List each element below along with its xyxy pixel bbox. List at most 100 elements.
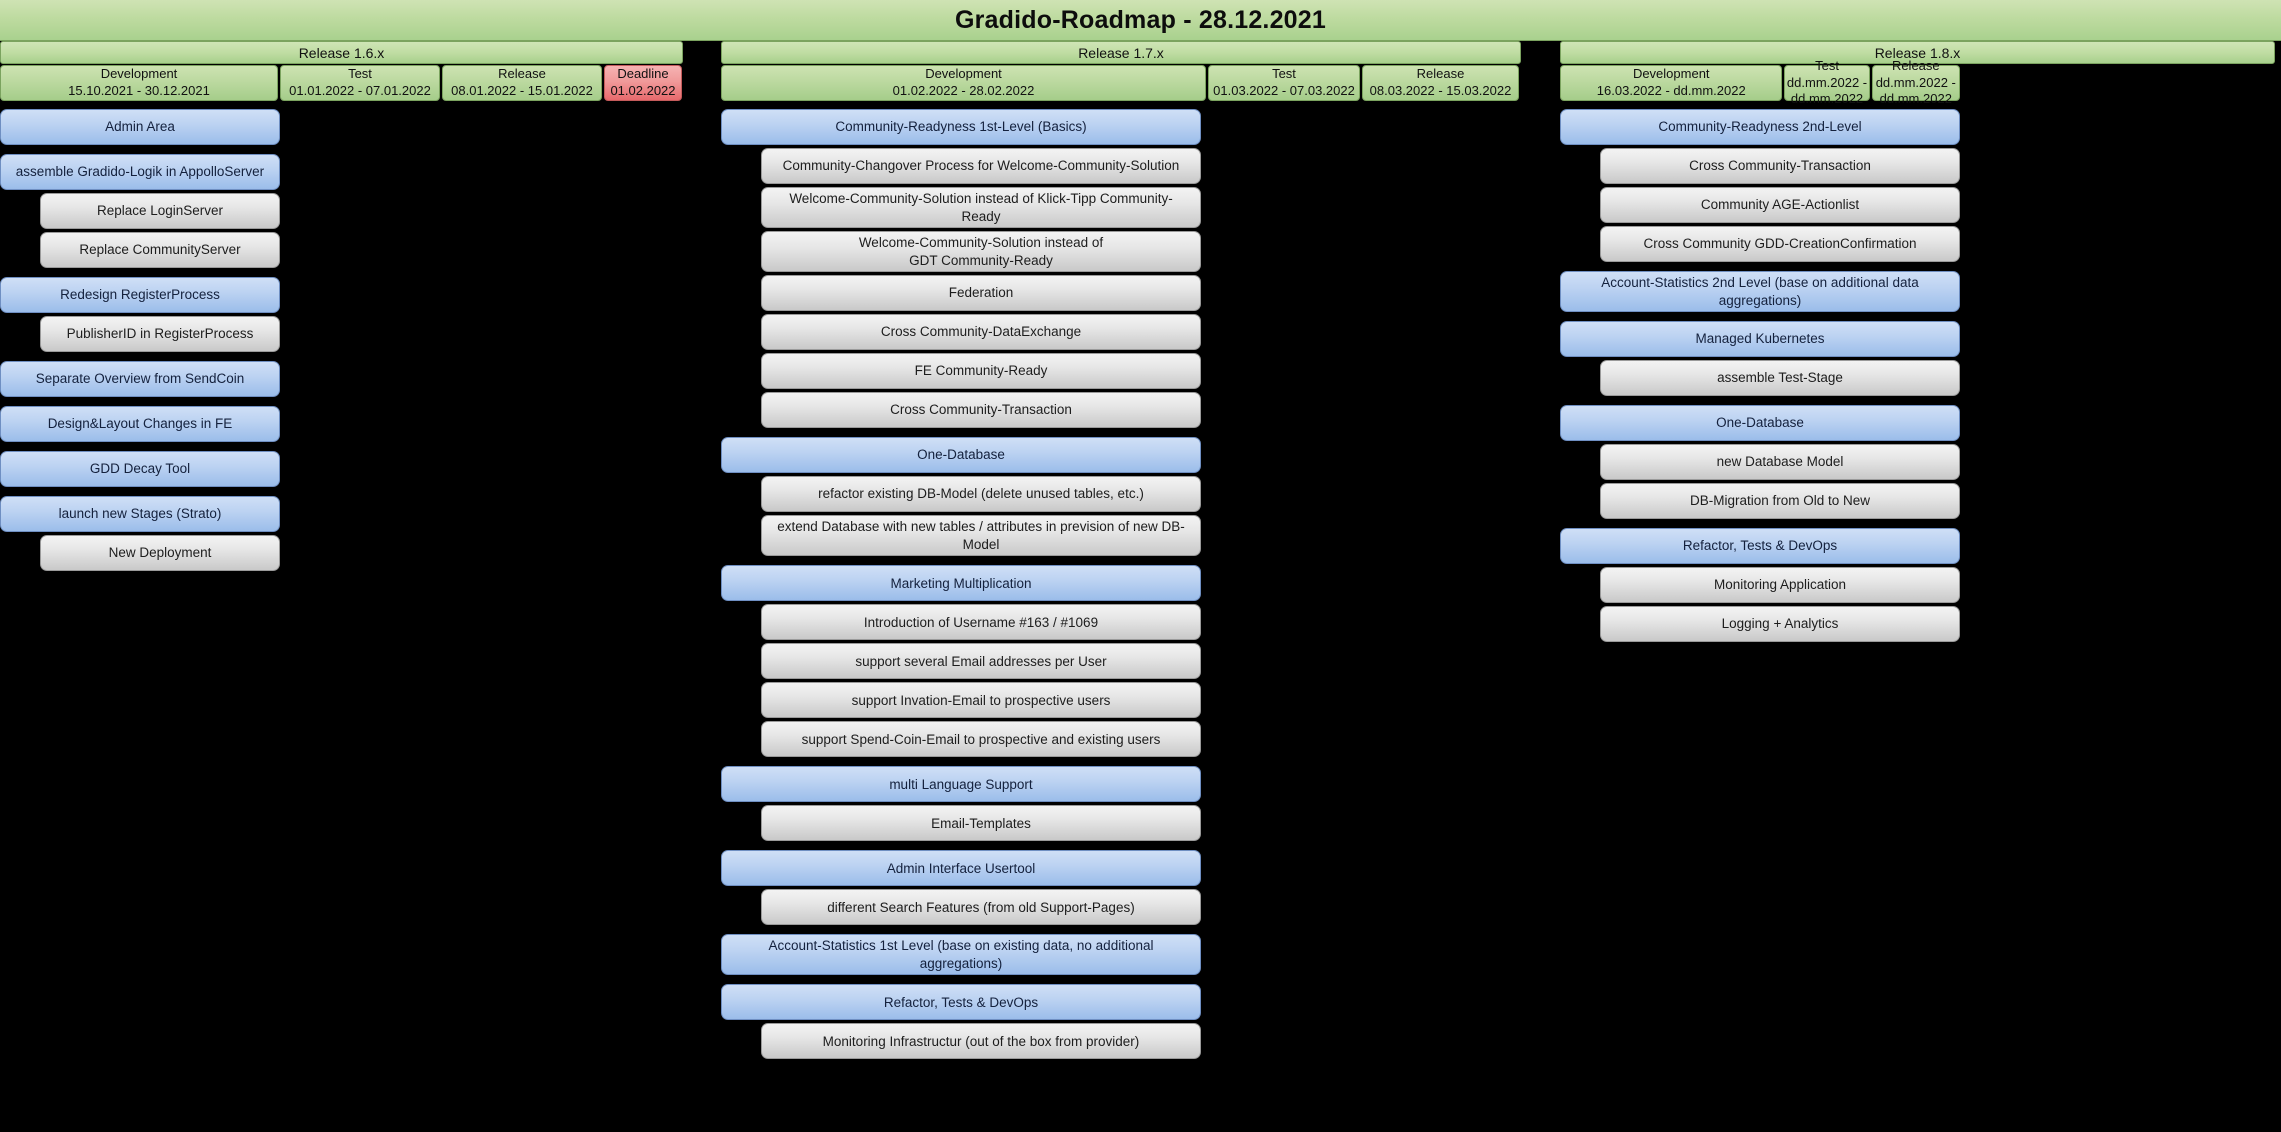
task-box[interactable]: Cross Community GDD-CreationConfirmation [1600, 226, 1960, 262]
release-header-2: Release 1.7.x [721, 41, 1521, 64]
epic-box[interactable]: Refactor, Tests & DevOps [721, 984, 1201, 1021]
task-box[interactable]: PublisherID in RegisterProcess [40, 316, 280, 352]
epic-box[interactable]: assemble Gradido-Logik in AppolloServer [0, 154, 280, 190]
task-box[interactable]: Introduction of Username #163 / #1069 [761, 604, 1201, 641]
task-label: Introduction of Username #163 / #1069 [863, 614, 1099, 630]
task-box[interactable]: Cross Community-DataExchange [761, 314, 1201, 351]
epic-box[interactable]: Community-Readyness 1st-Level (Basics) [721, 109, 1201, 145]
epic-box[interactable]: Design&Layout Changes in FE [0, 406, 280, 442]
task-box[interactable]: Monitoring Application [1600, 567, 1960, 604]
task-box[interactable]: Replace LoginServer [40, 193, 280, 229]
phase-name: Release [1891, 58, 1940, 74]
epic-label: Managed Kubernetes [1695, 331, 1825, 347]
phase-name: Deadline [617, 66, 669, 82]
phase-name: Development [100, 66, 178, 82]
task-label: Community AGE-Actionlist [1700, 197, 1860, 213]
task-box[interactable]: Federation [761, 275, 1201, 312]
epic-box[interactable]: Account-Statistics 1st Level (base on ex… [721, 934, 1201, 976]
epic-label: GDD Decay Tool [89, 461, 191, 477]
epic-box[interactable]: Community-Readyness 2nd-Level [1560, 109, 1960, 145]
task-box[interactable]: different Search Features (from old Supp… [761, 889, 1201, 926]
task-label: refactor existing DB-Model (delete unuse… [818, 486, 1144, 502]
epic-box[interactable]: GDD Decay Tool [0, 451, 280, 487]
phase-dates: 08.01.2022 - 15.01.2022 [451, 83, 593, 98]
epic-box[interactable]: One-Database [1560, 405, 1960, 442]
task-box[interactable]: Cross Community-Transaction [1600, 148, 1960, 184]
task-box[interactable]: assemble Test-Stage [1600, 360, 1960, 397]
task-group: Community-Readyness 1st-Level (Basics)Co… [721, 109, 1521, 429]
task-box[interactable]: support Invation-Email to prospective us… [761, 682, 1201, 719]
task-box[interactable]: Cross Community-Transaction [761, 392, 1201, 429]
task-box[interactable]: Community AGE-Actionlist [1600, 187, 1960, 223]
epic-box[interactable]: multi Language Support [721, 766, 1201, 803]
task-box[interactable]: extend Database with new tables / attrib… [761, 515, 1201, 557]
epic-label: Marketing Multiplication [890, 575, 1032, 591]
task-box[interactable]: refactor existing DB-Model (delete unuse… [761, 476, 1201, 513]
task-box[interactable]: New Deployment [40, 535, 280, 571]
task-box[interactable]: new Database Model [1600, 444, 1960, 481]
phase-dates: 01.03.2022 - 07.03.2022 [1213, 83, 1355, 98]
epic-label: Account-Statistics 1st Level (base on ex… [768, 938, 1154, 971]
task-box[interactable]: support Spend-Coin-Email to prospective … [761, 721, 1201, 758]
task-box[interactable]: FE Community-Ready [761, 353, 1201, 390]
task-label: Monitoring Application [1713, 577, 1847, 593]
epic-box[interactable]: Managed Kubernetes [1560, 321, 1960, 358]
epic-label: multi Language Support [889, 776, 1033, 792]
epic-label: assemble Gradido-Logik in AppolloServer [15, 164, 265, 180]
epic-box[interactable]: One-Database [721, 437, 1201, 474]
release-label: Release 1.8.x [1874, 44, 1961, 61]
task-label: New Deployment [108, 545, 212, 561]
epic-label: Design&Layout Changes in FE [47, 416, 233, 432]
epic-box[interactable]: Admin Interface Usertool [721, 850, 1201, 887]
epic-label: Admin Area [105, 119, 175, 135]
release-header-3: Release 1.8.x [1560, 41, 2275, 64]
task-box[interactable]: DB-Migration from Old to New [1600, 483, 1960, 520]
task-box[interactable]: Welcome-Community-Solution instead of GD… [761, 231, 1201, 273]
task-box[interactable]: Monitoring Infrastructur (out of the box… [761, 1023, 1201, 1060]
epic-box[interactable]: Separate Overview from SendCoin [0, 361, 280, 397]
task-label: extend Database with new tables / attrib… [777, 519, 1185, 552]
epic-box[interactable]: Marketing Multiplication [721, 565, 1201, 602]
task-label: Replace LoginServer [96, 203, 224, 219]
epic-box[interactable]: Admin Area [0, 109, 280, 145]
epic-box[interactable]: Redesign RegisterProcess [0, 277, 280, 313]
task-box[interactable]: Logging + Analytics [1600, 606, 1960, 643]
task-label: FE Community-Ready [914, 363, 1048, 379]
task-group: Account-Statistics 2nd Level (base on ad… [1560, 271, 1960, 313]
task-label: different Search Features (from old Supp… [827, 899, 1135, 915]
epic-box[interactable]: launch new Stages (Strato) [0, 496, 280, 532]
epic-box[interactable]: Account-Statistics 2nd Level (base on ad… [1560, 271, 1960, 313]
task-box[interactable]: Welcome-Community-Solution instead of Kl… [761, 187, 1201, 229]
task-group: Account-Statistics 1st Level (base on ex… [721, 934, 1521, 976]
task-group: One-Database refactor existing DB-Model (… [721, 437, 1521, 557]
phase-dates: 01.01.2022 - 07.01.2022 [289, 83, 431, 98]
release-label: Release 1.6.x [298, 44, 385, 61]
task-group: Admin Area [0, 109, 683, 145]
phase-dates: 01.02.2022 - 28.02.2022 [892, 83, 1035, 98]
epic-label: Refactor, Tests & DevOps [883, 994, 1039, 1010]
task-box[interactable]: Community-Changover Process for Welcome-… [761, 148, 1201, 184]
phase-name: Development [925, 66, 1002, 82]
task-box[interactable]: Email-Templates [761, 805, 1201, 842]
phase-dates: dd.mm.2022 - dd.mm.2022 [1786, 74, 1868, 107]
epic-box[interactable]: Refactor, Tests & DevOps [1560, 528, 1960, 565]
phase-dates: 08.03.2022 - 15.03.2022 [1369, 83, 1512, 98]
task-box[interactable]: support several Email addresses per User [761, 643, 1201, 680]
task-box[interactable]: Replace CommunityServer [40, 232, 280, 268]
task-label: Replace CommunityServer [79, 242, 241, 258]
